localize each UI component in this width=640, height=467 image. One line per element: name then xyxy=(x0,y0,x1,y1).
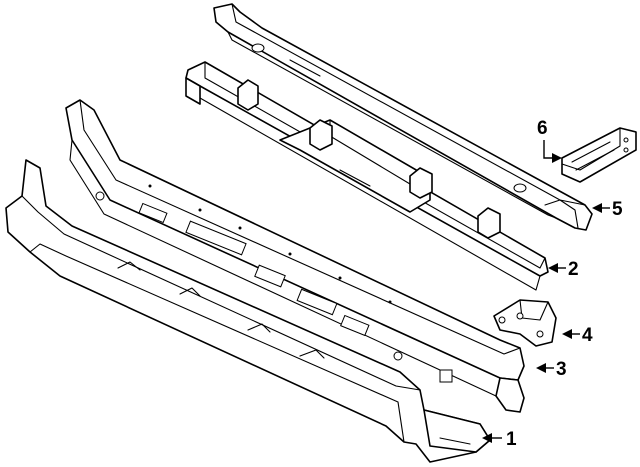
callout-4-label: 4 xyxy=(582,325,593,346)
callout-4: 4 xyxy=(562,325,593,346)
callout-1-label: 1 xyxy=(506,429,517,450)
part-5-upper-rail xyxy=(213,3,593,231)
part-6-bracket xyxy=(561,127,637,183)
part-3-support-beam xyxy=(65,99,525,413)
callout-2-label: 2 xyxy=(568,259,579,280)
callout-6: 6 xyxy=(537,118,562,163)
part-4-bracket xyxy=(493,299,557,347)
part-2-energy-absorber xyxy=(185,61,549,291)
callout-6-label: 6 xyxy=(537,118,548,139)
callout-3-label: 3 xyxy=(556,359,567,380)
callout-5-label: 5 xyxy=(612,199,623,220)
callout-1: 1 xyxy=(482,429,517,450)
part-1-lower-tie-bar xyxy=(5,159,491,463)
callout-5: 5 xyxy=(592,199,623,220)
callout-2: 2 xyxy=(548,259,579,280)
callout-3: 3 xyxy=(536,359,567,380)
